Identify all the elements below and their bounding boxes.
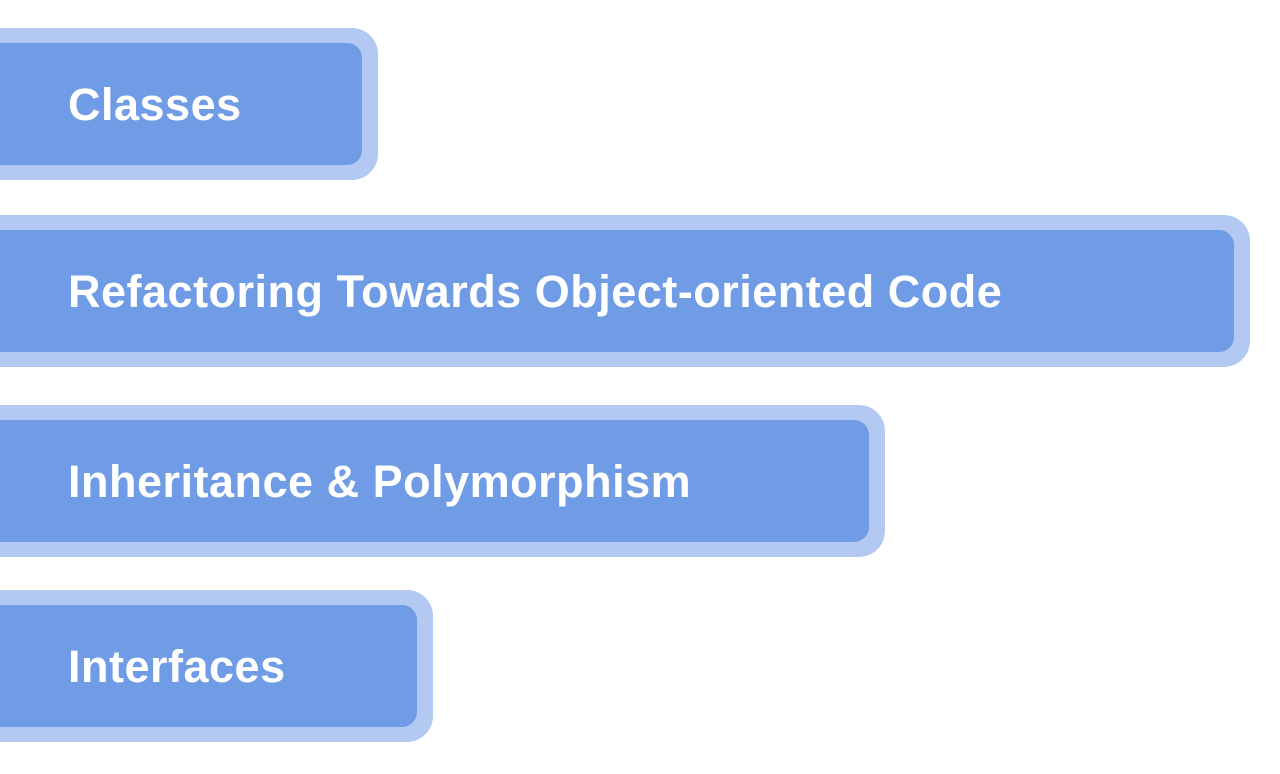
topic-bar-interfaces-fill: Interfaces (0, 605, 417, 727)
topic-bar-interfaces-label: Interfaces (68, 640, 286, 692)
topic-bar-refactoring-fill: Refactoring Towards Object-oriented Code (0, 230, 1234, 352)
topic-bar-refactoring-label: Refactoring Towards Object-oriented Code (68, 265, 1003, 317)
topic-bar-inheritance-label: Inheritance & Polymorphism (68, 455, 692, 507)
topic-bar-classes-fill: Classes (0, 43, 362, 165)
topic-bar-classes: Classes (0, 28, 378, 180)
topic-bar-classes-label: Classes (68, 78, 242, 130)
topic-bar-inheritance-fill: Inheritance & Polymorphism (0, 420, 869, 542)
topic-bar-interfaces: Interfaces (0, 590, 433, 742)
topic-bar-inheritance: Inheritance & Polymorphism (0, 405, 885, 557)
topic-bar-refactoring: Refactoring Towards Object-oriented Code (0, 215, 1250, 367)
